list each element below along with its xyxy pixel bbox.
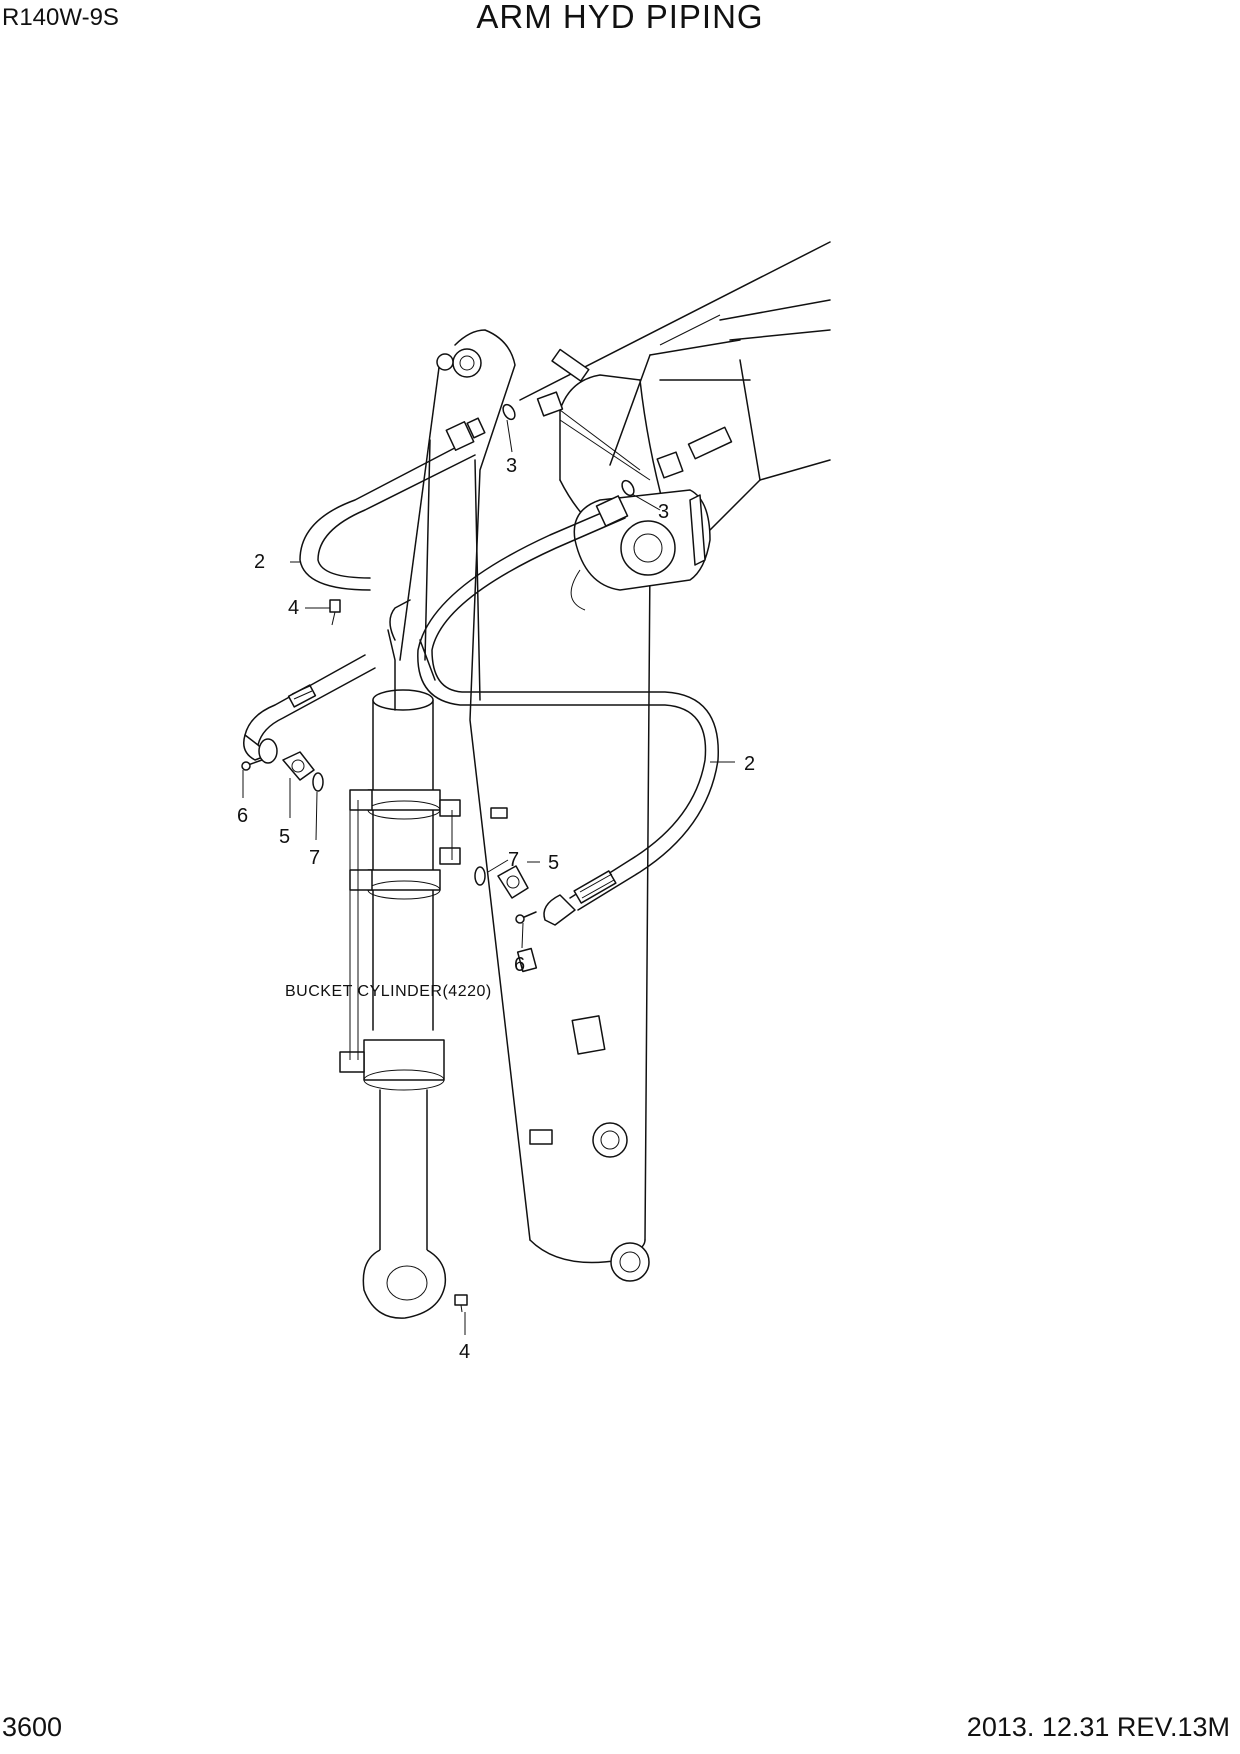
page-number: 3600 bbox=[2, 1712, 63, 1742]
callout-6-right: 6 bbox=[514, 954, 525, 976]
split-flange-5-left bbox=[282, 751, 315, 781]
arm-pipe-left bbox=[243, 654, 376, 764]
bucket-cylinder-label: BUCKET CYLINDER(4220) bbox=[285, 983, 492, 1000]
split-flange-5-right bbox=[497, 865, 529, 899]
callout-5-right: 5 bbox=[548, 852, 559, 874]
callout-7-left: 7 bbox=[309, 847, 320, 869]
callout-7-right: 7 bbox=[508, 849, 519, 871]
callout-3-lower: 3 bbox=[658, 501, 669, 523]
callout-3-upper: 3 bbox=[506, 455, 517, 477]
callout-2-left: 2 bbox=[254, 551, 265, 573]
hose-2-left bbox=[299, 417, 486, 591]
o-ring-7-left bbox=[312, 772, 324, 792]
o-ring-7-right bbox=[474, 866, 486, 886]
small-parts bbox=[241, 403, 635, 1313]
page-title: ARM HYD PIPING bbox=[476, 0, 764, 35]
upper-fittings bbox=[536, 348, 733, 481]
grease-nipple-4-lower bbox=[454, 1294, 468, 1306]
callouts: 2 2 3 3 4 4 5 5 6 6 7 7 bbox=[237, 455, 755, 1363]
o-ring-3-lower bbox=[621, 479, 635, 497]
revision-date: 2013. 12.31 REV.13M bbox=[966, 1712, 1230, 1742]
o-ring-3-upper bbox=[502, 403, 516, 421]
callout-6-left: 6 bbox=[237, 805, 248, 827]
leader-lines bbox=[242, 419, 735, 1335]
hose-2-right bbox=[417, 495, 719, 926]
bucket-cylinder bbox=[339, 599, 461, 1319]
callout-2-right: 2 bbox=[744, 753, 755, 775]
callout-4-lower: 4 bbox=[459, 1341, 470, 1363]
model-code: R140W-9S bbox=[2, 4, 119, 31]
callout-5-left: 5 bbox=[279, 826, 290, 848]
bolt-6-right bbox=[521, 911, 537, 919]
callout-4-upper: 4 bbox=[288, 597, 299, 619]
boom-arm-pin-housing bbox=[570, 489, 711, 611]
grease-nipple-4-upper bbox=[329, 599, 341, 613]
